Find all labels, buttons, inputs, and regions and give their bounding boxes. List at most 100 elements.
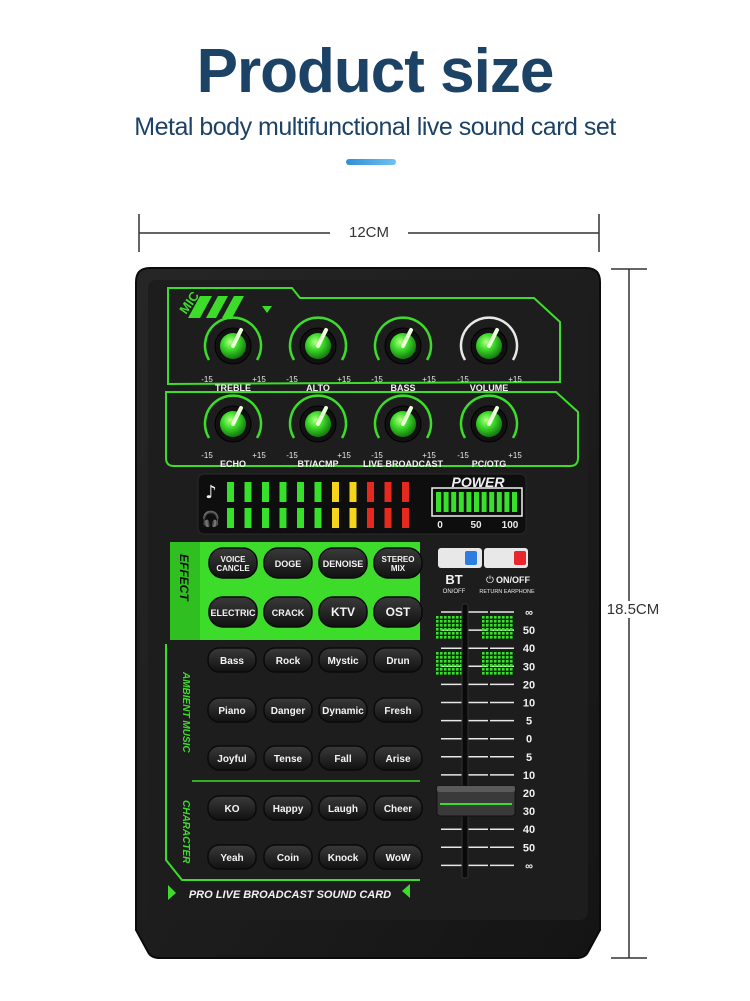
meter-segment	[262, 508, 269, 528]
meter-segment	[314, 508, 322, 528]
character-button[interactable]: Laugh	[318, 795, 368, 821]
ambient-button[interactable]: Joyful	[207, 745, 257, 771]
fader-dot	[460, 616, 463, 619]
fader-dot	[460, 660, 463, 663]
fader-dot	[436, 652, 439, 655]
power-bar	[496, 492, 502, 512]
fader-dot	[498, 660, 501, 663]
fader-dot	[456, 656, 459, 659]
power-level-bars	[436, 492, 517, 512]
knob-alto[interactable]	[288, 316, 348, 365]
bt-switch[interactable]	[438, 548, 482, 568]
fader-dot	[506, 632, 509, 635]
fader-dot	[436, 672, 439, 675]
fader-dot	[490, 652, 493, 655]
ambient-button-label: Rock	[276, 656, 301, 667]
knob-min-label: -15	[286, 375, 298, 384]
fader-dot	[448, 636, 451, 639]
fader-dot	[498, 636, 501, 639]
character-button[interactable]: WoW	[373, 844, 423, 870]
ambient-button[interactable]: Arise	[373, 745, 423, 771]
knob-live-broadcast[interactable]	[373, 394, 433, 443]
character-button[interactable]: Yeah	[207, 844, 257, 870]
fader-dot	[440, 628, 443, 631]
character-button[interactable]: Knock	[318, 844, 368, 870]
fader-dot	[486, 664, 489, 667]
character-button[interactable]: KO	[207, 795, 257, 821]
character-button[interactable]: Coin	[263, 844, 313, 870]
fader-dot	[482, 616, 485, 619]
ambient-button[interactable]: Fresh	[373, 697, 423, 723]
onoff-switch[interactable]	[484, 548, 528, 568]
knob-max-label: +15	[337, 375, 351, 384]
fader-dot	[436, 616, 439, 619]
knob-pc-otg[interactable]	[459, 394, 519, 443]
ambient-button[interactable]: Danger	[263, 697, 313, 723]
fader-scale-number: 5	[526, 716, 532, 728]
effect-button[interactable]: KTV	[318, 596, 368, 628]
fader-dot	[486, 628, 489, 631]
effect-button[interactable]: ELECTRIC	[208, 596, 258, 628]
fader-dot	[482, 636, 485, 639]
knob-bass[interactable]	[373, 316, 433, 365]
fader-dot	[498, 656, 501, 659]
fader-dot	[482, 620, 485, 623]
knob-bt-acmp[interactable]	[288, 394, 348, 443]
fader-dot	[502, 672, 505, 675]
fader-handle[interactable]	[436, 785, 516, 817]
power-icon: ⏻	[486, 575, 494, 586]
character-button-label: WoW	[386, 853, 411, 864]
fader-dot	[452, 672, 455, 675]
effect-button[interactable]: OST	[373, 596, 423, 628]
knob-echo[interactable]	[203, 394, 263, 443]
meter-segment	[402, 482, 409, 502]
character-button[interactable]: Happy	[263, 795, 313, 821]
fader-dot	[448, 664, 451, 667]
ambient-button[interactable]: Tense	[263, 745, 313, 771]
fader-dot	[448, 620, 451, 623]
fader-dot	[506, 660, 509, 663]
fader-dot	[448, 656, 451, 659]
fader-dot	[498, 632, 501, 635]
fader-dot	[490, 620, 493, 623]
fader-scale-number: 40	[523, 643, 535, 655]
fader-dot	[448, 668, 451, 671]
accent-divider	[346, 159, 396, 165]
knob-volume[interactable]	[459, 316, 519, 365]
ambient-button[interactable]: Fall	[318, 745, 368, 771]
ambient-button[interactable]: Dynamic	[318, 697, 368, 723]
fader-dot	[494, 624, 497, 627]
knob-treble[interactable]	[203, 316, 263, 365]
power-bar	[512, 492, 517, 512]
ambient-button[interactable]: Mystic	[318, 647, 368, 673]
footer-label: PRO LIVE BROADCAST SOUND CARD	[189, 889, 391, 901]
fader-dot	[460, 664, 463, 667]
fader-dot	[482, 672, 485, 675]
fader-scale-number: 50	[523, 842, 535, 854]
fader-dot	[510, 624, 513, 627]
fader-scale-number: 20	[523, 788, 535, 800]
ambient-button[interactable]: Rock	[263, 647, 313, 673]
ambient-button-label: Fresh	[384, 706, 411, 717]
effect-button[interactable]: DENOISE	[318, 547, 368, 579]
effect-button[interactable]: CRACK	[263, 596, 313, 628]
fader-dot	[490, 624, 493, 627]
character-label: CHARACTER	[180, 800, 191, 864]
effect-button[interactable]: DOGE	[263, 547, 313, 579]
ambient-button[interactable]: Bass	[207, 647, 257, 673]
ambient-button[interactable]: Piano	[207, 697, 257, 723]
fader-dot	[490, 636, 493, 639]
meter-segment	[367, 508, 374, 528]
fader-dot	[502, 636, 505, 639]
character-button[interactable]: Cheer	[373, 795, 423, 821]
fader-dot	[490, 632, 493, 635]
fader-dot	[456, 632, 459, 635]
ambient-button[interactable]: Drun	[373, 647, 423, 673]
fader-scale-number: 30	[523, 661, 535, 673]
fader-dot	[510, 664, 513, 667]
fader-dot	[486, 616, 489, 619]
